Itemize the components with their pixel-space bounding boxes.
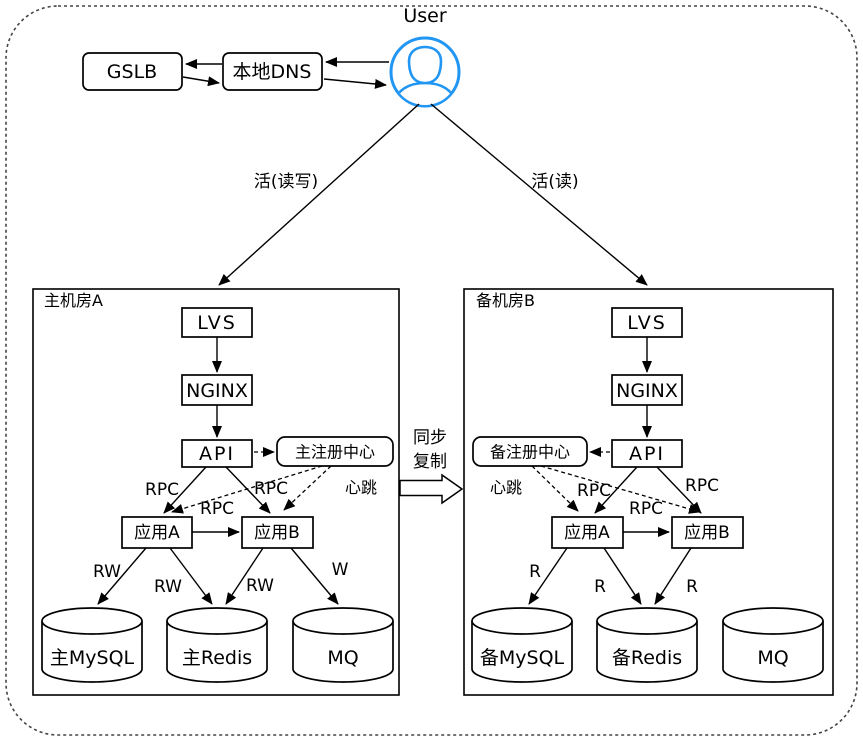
dc-a-mq-cylinder: MQ: [292, 607, 394, 683]
gslb-label: GSLB: [107, 61, 157, 83]
dc-b-lvs-label: LVS: [627, 312, 667, 334]
dc-b-rpc-a-b: RPC: [629, 499, 663, 519]
dc-a-app-b-box: [241, 516, 314, 549]
dc-b-registry-label: 备注册中心: [490, 443, 570, 462]
dc-b-rpc-api-a: RPC: [577, 481, 611, 501]
dc-a-mq-label: MQ: [327, 647, 358, 669]
dc-a-registry-label: 主注册中心: [295, 443, 375, 462]
dc-a-lvs-label: LVS: [197, 312, 237, 334]
dc-a-mysql-label: 主MySQL: [50, 647, 135, 669]
dc-b-box: [463, 288, 834, 696]
dc-a-rpc-a-b: RPC: [200, 499, 234, 519]
dc-b-app-b-box: [671, 516, 744, 549]
edge-label-active-r: 活(读): [531, 172, 578, 192]
dc-a-app-b-label: 应用B: [254, 523, 300, 543]
dc-a-lvs-box: [181, 307, 253, 338]
dc-a-redis-cylinder: 主Redis: [166, 607, 268, 683]
dc-a-rw-mysql: RW: [93, 562, 121, 582]
local-dns-box: [222, 52, 323, 91]
dc-b-mq-label: MQ: [757, 647, 788, 669]
dc-a-edge-registry-app-b: [283, 465, 332, 511]
dc-b-rpc-api-b: RPC: [685, 476, 719, 496]
dc-a-rpc-api-a: RPC: [145, 480, 179, 500]
gslb-box: [82, 52, 183, 91]
dc-a-api-box: [181, 439, 253, 468]
dc-a-rw-redis-a: RW: [154, 577, 182, 597]
sync-label-line1: 同步: [413, 428, 447, 448]
dc-b-edge-registry-app-b: [540, 465, 701, 514]
dc-b-redis-label: 备Redis: [612, 647, 682, 669]
dc-a-edge-app-a-redis: [169, 547, 213, 605]
dc-b-edge-app-a-redis: [603, 547, 642, 605]
dc-b-edge-api-app-a: [594, 466, 638, 514]
dc-b-edge-registry-app-a: [531, 465, 579, 512]
dc-b-mysql-cylinder: 备MySQL: [471, 607, 573, 683]
dc-b-edge-api-app-b: [656, 466, 702, 514]
dc-b-app-b-label: 应用B: [684, 523, 730, 543]
dc-a-app-a-label: 应用A: [134, 523, 180, 543]
datacenter-a: 主机房A LVS NGINX API 主注册中心 心跳 RPC RPC 应用A …: [32, 288, 400, 696]
edge-user-to-dc-b: [430, 103, 648, 286]
dc-a-edge-app-a-mysql: [97, 547, 147, 605]
dc-a-edge-app-b-redis: [225, 547, 264, 605]
dc-a-mysql-cylinder: 主MySQL: [41, 607, 143, 683]
sync-hollow-arrow: [399, 473, 464, 505]
dc-a-box: [32, 288, 400, 696]
edge-dns-to-user: [323, 78, 387, 89]
dc-b-registry-box: [472, 436, 588, 467]
edge-user-to-dc-a: [218, 103, 420, 286]
dc-b-api-box: [611, 439, 683, 468]
dc-a-edge-api-app-a: [163, 466, 207, 514]
dc-b-app-a-label: 应用A: [564, 523, 610, 543]
dc-b-edge-app-a-mysql: [528, 547, 568, 605]
dc-a-w-mq: W: [332, 560, 349, 580]
user-icon: [389, 36, 461, 108]
dc-b-redis-cylinder: 备Redis: [596, 607, 698, 683]
dc-b-mysql-label: 备MySQL: [480, 647, 565, 669]
dc-a-rpc-api-b: RPC: [254, 479, 288, 499]
dc-a-api-label: API: [199, 443, 235, 465]
dc-b-mq-cylinder: MQ: [722, 607, 824, 683]
dc-a-rw-redis-b: RW: [246, 576, 274, 596]
sync-label-line2: 复制: [413, 452, 447, 472]
edge-label-active-rw: 活(读写): [254, 172, 318, 192]
dc-a-edge-api-app-b: [225, 466, 271, 514]
dc-b-api-label: API: [629, 443, 665, 465]
dc-b-title: 备机房B: [476, 291, 535, 310]
dc-b-lvs-box: [611, 307, 683, 338]
dc-a-heartbeat-label: 心跳: [345, 478, 377, 497]
user-icon-head: [407, 45, 443, 85]
dc-a-edge-app-b-mq: [290, 547, 339, 605]
local-dns-label: 本地DNS: [233, 61, 312, 83]
dc-b-r-redis-a: R: [594, 577, 606, 597]
dc-a-registry-box: [276, 436, 394, 467]
dc-a-nginx-label: NGINX: [186, 380, 248, 402]
dc-b-r-redis-b: R: [686, 577, 698, 597]
dc-a-title: 主机房A: [44, 291, 103, 310]
datacenter-b: 备机房B LVS NGINX API 备注册中心 心跳 RPC RPC 应用A …: [463, 288, 834, 696]
dc-a-redis-label: 主Redis: [182, 647, 252, 669]
user-label: User: [403, 5, 446, 27]
edge-gslb-to-dns: [182, 76, 220, 87]
dc-b-r-mysql: R: [529, 562, 541, 582]
dc-b-heartbeat-label: 心跳: [490, 478, 522, 497]
dc-b-edge-app-b-redis: [654, 547, 692, 605]
page-dashed-frame: [5, 5, 858, 736]
dc-b-nginx-label: NGINX: [616, 380, 678, 402]
